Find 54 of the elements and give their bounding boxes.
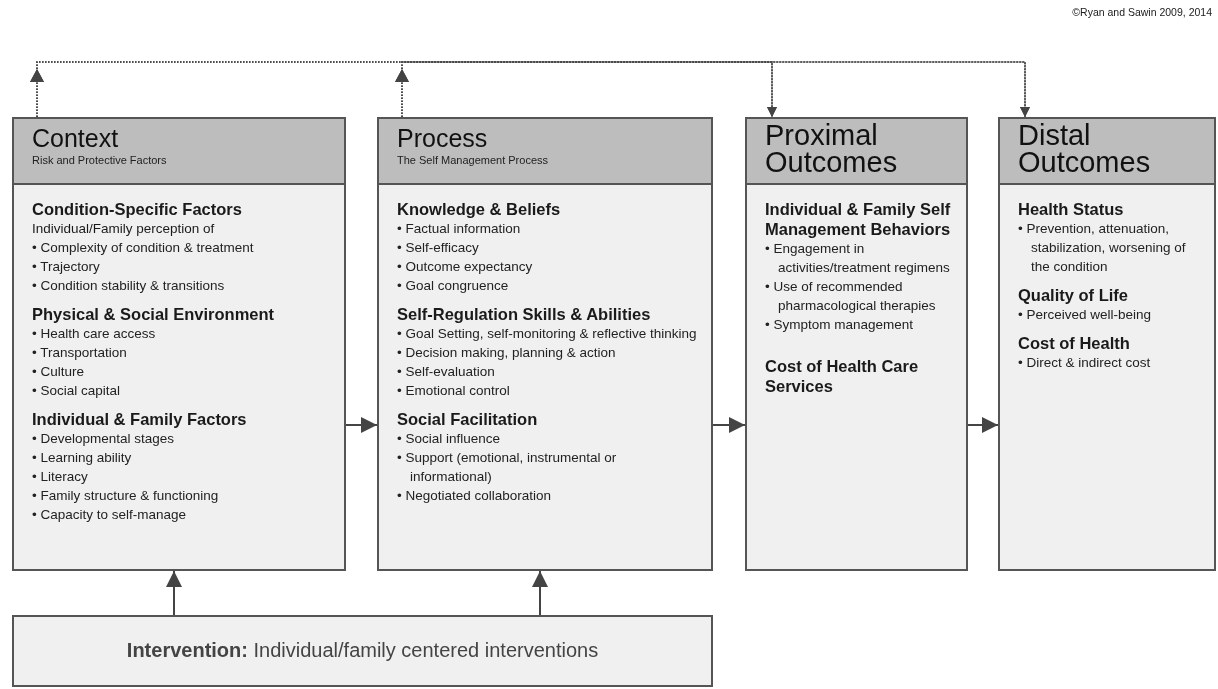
bullet-item: • Prevention, attenuation, stabilization, worsening of the condition [1018, 220, 1187, 276]
section-heading: Individual & Family Factors [32, 409, 248, 429]
bullet-item: • Social capital [32, 382, 122, 400]
intervention-text: Intervention: Individual/family centered interventions [125, 639, 600, 662]
bullet-item: • Transportation [32, 344, 128, 362]
bullet-item: • Goal congruence [397, 277, 510, 295]
column-title: Context [32, 125, 120, 152]
section-heading: Physical & Social Environment [32, 304, 276, 324]
bullet-item: • Factual information [397, 220, 522, 238]
column-title: Distal Outcomes [1018, 122, 1152, 176]
bullet-item: • Complexity of condition & treatment [32, 239, 255, 257]
bullet-item: • Family structure & functioning [32, 487, 220, 505]
bullet-item: • Use of recommended pharmacological therapies [765, 278, 937, 315]
bullet-item: • Health care access [32, 325, 157, 343]
section-text: Individual/Family perception of [32, 220, 216, 238]
column-subtitle: Risk and Protective Factors [32, 154, 168, 166]
section-heading: Self-Regulation Skills & Abilities [397, 304, 652, 324]
bullet-item: • Emotional control [397, 382, 511, 400]
copyright-note: ©Ryan and Sawin 2009, 2014 [1072, 6, 1212, 18]
column-box [377, 117, 713, 571]
section-heading: Quality of Life [1018, 285, 1129, 305]
bullet-item: • Condition stability & transitions [32, 277, 226, 295]
section-heading: Cost of Health [1018, 333, 1131, 353]
bullet-item: • Culture [32, 363, 85, 381]
bullet-item: • Negotiated collaboration [397, 487, 553, 505]
bullet-item: • Decision making, planning & action [397, 344, 617, 362]
bullet-item: • Outcome expectancy [397, 258, 534, 276]
bullet-item: • Self-efficacy [397, 239, 480, 257]
section-heading: Cost of Health Care Services [765, 356, 920, 396]
section-heading: Knowledge & Beliefs [397, 199, 562, 219]
intervention-box [12, 615, 713, 687]
column-subtitle: The Self Management Process [397, 154, 550, 166]
section-heading: Individual & Family Self Management Behaviors [765, 199, 952, 239]
bullet-item: • Support (emotional, instrumental or informational) [397, 449, 618, 486]
bullet-item: • Self-evaluation [397, 363, 496, 381]
bullet-item: • Engagement in activities/treatment regimens [765, 240, 951, 277]
bullet-item: • Literacy [32, 468, 89, 486]
section-heading: Health Status [1018, 199, 1125, 219]
bullet-item: • Trajectory [32, 258, 101, 276]
bullet-item: • Social influence [397, 430, 502, 448]
bullet-item: • Goal Setting, self-monitoring & reflective thinking [397, 325, 698, 343]
bullet-item: • Perceived well-being [1018, 306, 1153, 324]
column-title: Proximal Outcomes [765, 122, 899, 176]
section-heading: Social Facilitation [397, 409, 539, 429]
bullet-item: • Capacity to self-manage [32, 506, 188, 524]
column-box [12, 117, 346, 571]
column-box [998, 117, 1216, 571]
bullet-item: • Learning ability [32, 449, 133, 467]
column-box [745, 117, 968, 571]
section-heading: Condition-Specific Factors [32, 199, 243, 219]
bullet-item: • Symptom management [765, 316, 915, 334]
bullet-item: • Direct & indirect cost [1018, 354, 1152, 372]
bullet-item: • Developmental stages [32, 430, 176, 448]
column-title: Process [397, 125, 489, 152]
